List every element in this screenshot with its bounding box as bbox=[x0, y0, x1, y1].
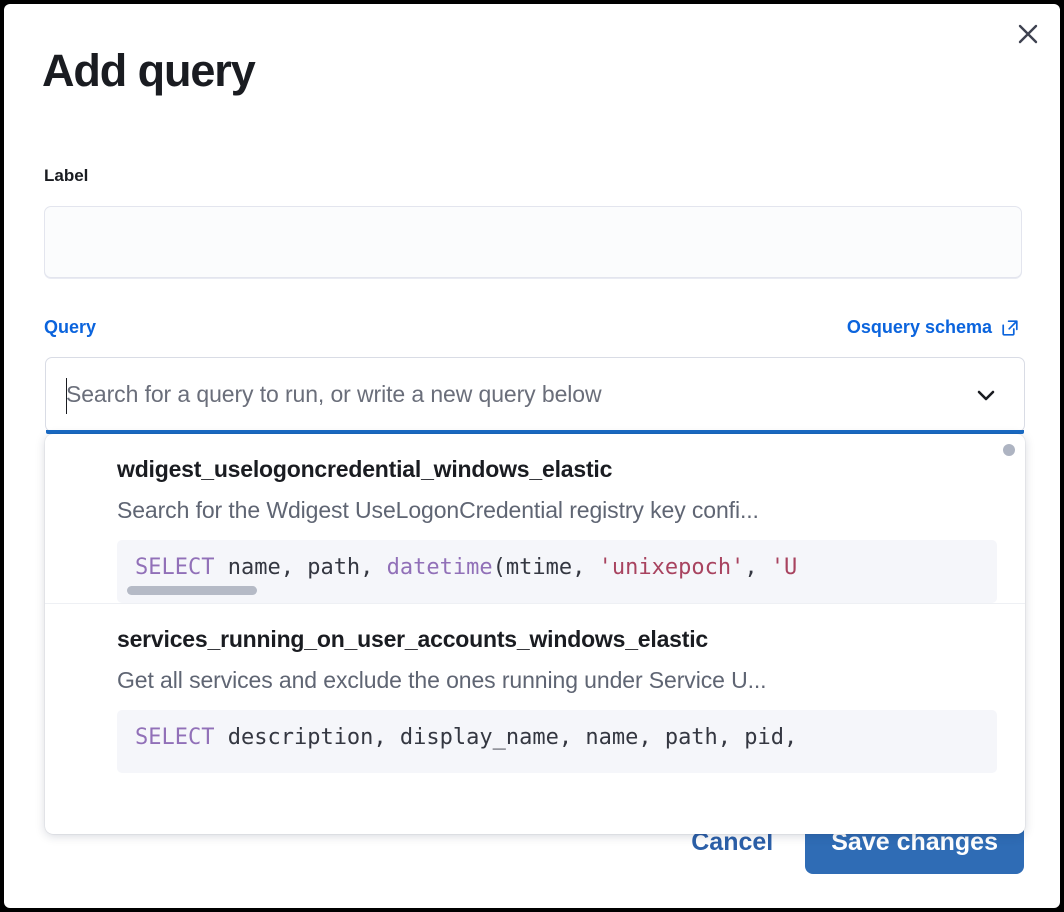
dropdown-option-list: wdigest_uselogoncredential_windows_elast… bbox=[45, 434, 1025, 773]
dropdown-scrollbar[interactable] bbox=[1003, 444, 1015, 456]
label-field-label: Label bbox=[44, 166, 89, 185]
chevron-down-icon[interactable] bbox=[966, 375, 1006, 415]
query-search-input[interactable]: Search for a query to run, or write a ne… bbox=[66, 381, 602, 407]
add-query-modal: Add query Label Query Osquery schema Sea… bbox=[4, 4, 1060, 908]
option-description: Get all services and exclude the ones ru… bbox=[117, 667, 767, 693]
code-horizontal-scrollbar[interactable] bbox=[127, 586, 257, 595]
external-link-icon bbox=[1002, 319, 1018, 336]
option-title: wdigest_uselogoncredential_windows_elast… bbox=[117, 456, 613, 482]
query-combobox[interactable]: Search for a query to run, or write a ne… bbox=[45, 357, 1025, 434]
query-options-dropdown[interactable]: wdigest_uselogoncredential_windows_elast… bbox=[45, 434, 1025, 834]
text-cursor bbox=[66, 378, 67, 414]
list-item[interactable]: services_running_on_user_accounts_window… bbox=[45, 603, 1025, 773]
option-description: Search for the Wdigest UseLogonCredentia… bbox=[117, 497, 759, 523]
osquery-schema-label: Osquery schema bbox=[846, 317, 992, 337]
label-input[interactable] bbox=[44, 206, 1022, 278]
option-sql-code: SELECT description, display_name, name, … bbox=[117, 710, 997, 773]
option-title: services_running_on_user_accounts_window… bbox=[117, 626, 708, 652]
page-title: Add query bbox=[42, 45, 256, 96]
chevron-down-icon-glyph bbox=[977, 390, 995, 400]
query-field-label[interactable]: Query bbox=[44, 317, 97, 337]
close-icon[interactable] bbox=[1010, 16, 1046, 52]
list-item[interactable]: wdigest_uselogoncredential_windows_elast… bbox=[45, 434, 1025, 603]
option-sql-code: SELECT name, path, datetime(mtime, 'unix… bbox=[117, 540, 997, 603]
osquery-schema-link[interactable]: Osquery schema bbox=[847, 317, 1020, 338]
close-icon-glyph bbox=[1018, 24, 1038, 44]
